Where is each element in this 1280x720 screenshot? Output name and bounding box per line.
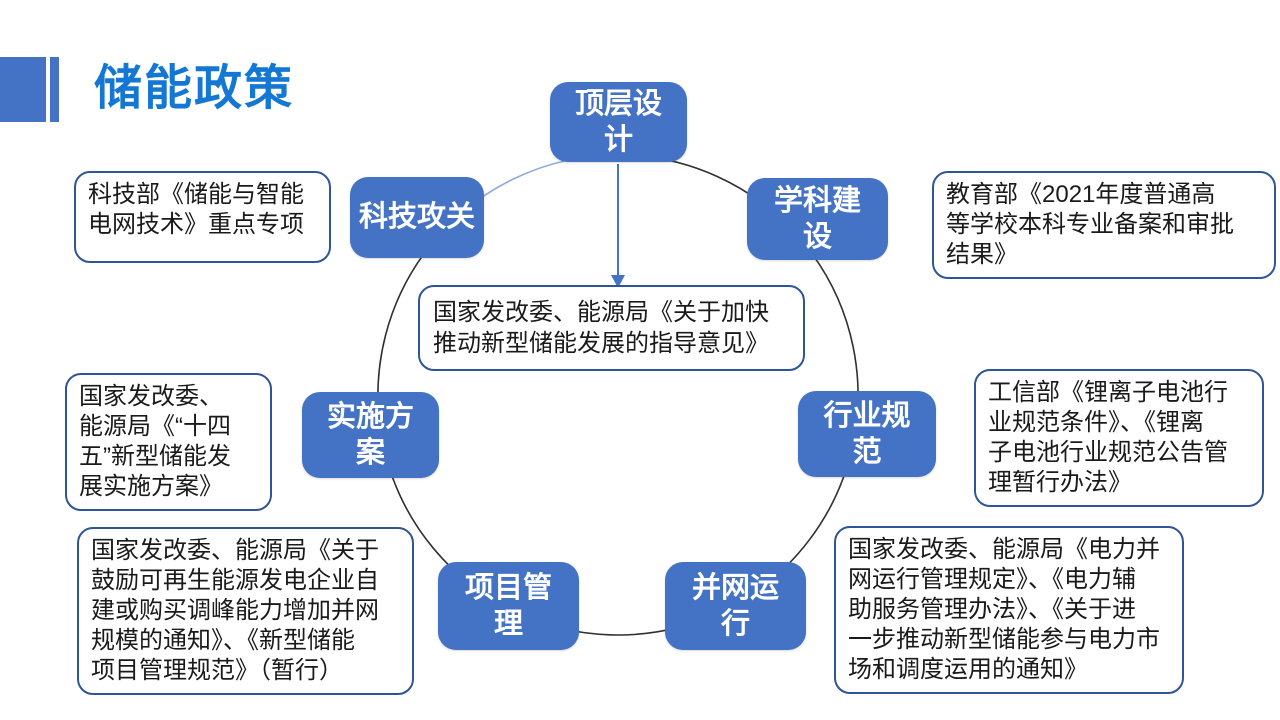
node-project-management: 项目管 理 (438, 562, 579, 650)
callout-project-docs: 国家发改委、能源局《关于 鼓励可再生能源发电企业自 建或购买调峰能力增加并网 规… (77, 527, 414, 695)
callout-grid-docs: 国家发改委、能源局《电力并 网运行管理规定》、《电力辅 助服务管理办法》、《关于… (834, 526, 1184, 694)
callout-industry-docs: 工信部《锂离子电池行 业规范条件》、《锂离 子电池行业规范公告管 理暂行办法》 (974, 369, 1264, 507)
node-grid-operation: 并网运 行 (665, 562, 806, 650)
center-policy-note: 国家发改委、能源局《关于加快 推动新型储能发展的指导意见》 (418, 285, 805, 372)
node-industry-standards: 行业规 范 (798, 391, 936, 477)
title-accent-square (0, 57, 46, 122)
callout-discipline-docs: 教育部《2021年度普通高 等学校本科专业备案和审批 结果》 (932, 171, 1276, 279)
callout-implementation-docs: 国家发改委、 能源局《“十四 五”新型储能发 展实施方案》 (65, 373, 272, 511)
node-tech-research: 科技攻关 (350, 177, 484, 258)
callout-tech-research-docs: 科技部《储能与智能 电网技术》重点专项 (74, 171, 331, 263)
slide-title: 储能政策 (94, 62, 295, 115)
flow-arrow (611, 164, 625, 288)
node-top-level-design: 顶层设 计 (550, 82, 687, 162)
node-discipline-construction: 学科建 设 (747, 178, 888, 260)
node-implementation-plan: 实施方 案 (302, 392, 439, 478)
title-accent-bar (50, 57, 59, 122)
